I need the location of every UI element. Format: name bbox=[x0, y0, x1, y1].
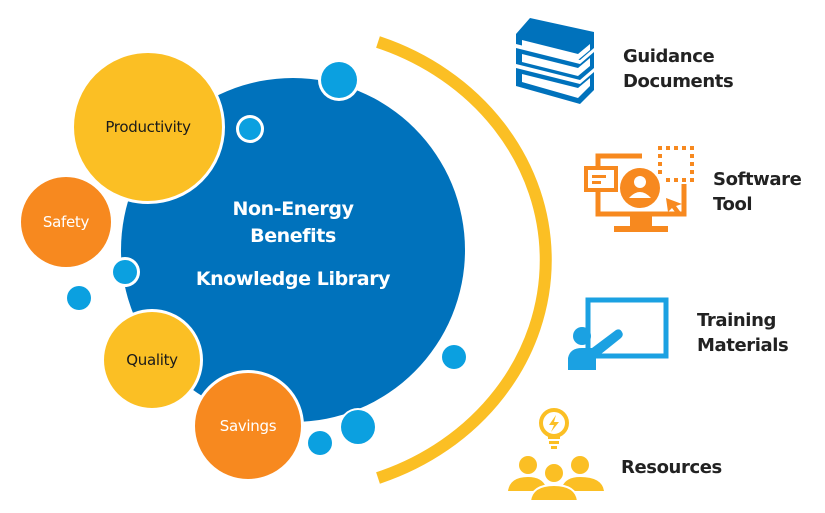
dot bbox=[239, 118, 261, 140]
dot bbox=[113, 260, 137, 284]
benefit-productivity: Productivity bbox=[71, 50, 225, 204]
dot bbox=[321, 62, 357, 98]
benefit-label: Quality bbox=[126, 351, 178, 369]
benefit-savings: Savings bbox=[192, 370, 304, 482]
resource-label-line1: Training bbox=[697, 310, 776, 331]
books-icon bbox=[516, 18, 594, 104]
dot bbox=[442, 345, 466, 369]
benefit-safety: Safety bbox=[19, 175, 113, 269]
center-title-line1: Non-Energy bbox=[232, 198, 354, 220]
benefit-label: Productivity bbox=[105, 118, 191, 136]
resource-label-line2: Materials bbox=[697, 335, 789, 356]
dot bbox=[341, 410, 375, 444]
resource-label-line1: Guidance bbox=[623, 46, 715, 67]
presentation-board-icon bbox=[568, 297, 669, 370]
center-title: Non-Energy Benefits Knowledge Library bbox=[163, 196, 423, 293]
dot bbox=[308, 431, 332, 455]
resource-label-line2: Tool bbox=[713, 194, 753, 215]
resource-software-tool: Software Tool bbox=[713, 167, 802, 217]
resource-guidance-documents: Guidance Documents bbox=[623, 44, 734, 94]
resource-resources: Resources bbox=[621, 455, 722, 480]
resource-label-line2: Documents bbox=[623, 71, 734, 92]
people-idea-icon bbox=[508, 408, 604, 501]
benefit-quality: Quality bbox=[101, 309, 203, 411]
resource-label-line1: Software bbox=[713, 169, 802, 190]
center-title-line3: Knowledge Library bbox=[195, 268, 391, 290]
dot bbox=[67, 286, 91, 310]
connector-arc bbox=[376, 36, 552, 484]
resource-training-materials: Training Materials bbox=[697, 308, 789, 358]
benefit-label: Savings bbox=[219, 417, 277, 435]
computer-user-icon bbox=[584, 146, 694, 232]
resource-label-line1: Resources bbox=[621, 457, 722, 478]
benefit-label: Safety bbox=[42, 213, 90, 231]
center-title-line2: Benefits bbox=[250, 225, 336, 247]
